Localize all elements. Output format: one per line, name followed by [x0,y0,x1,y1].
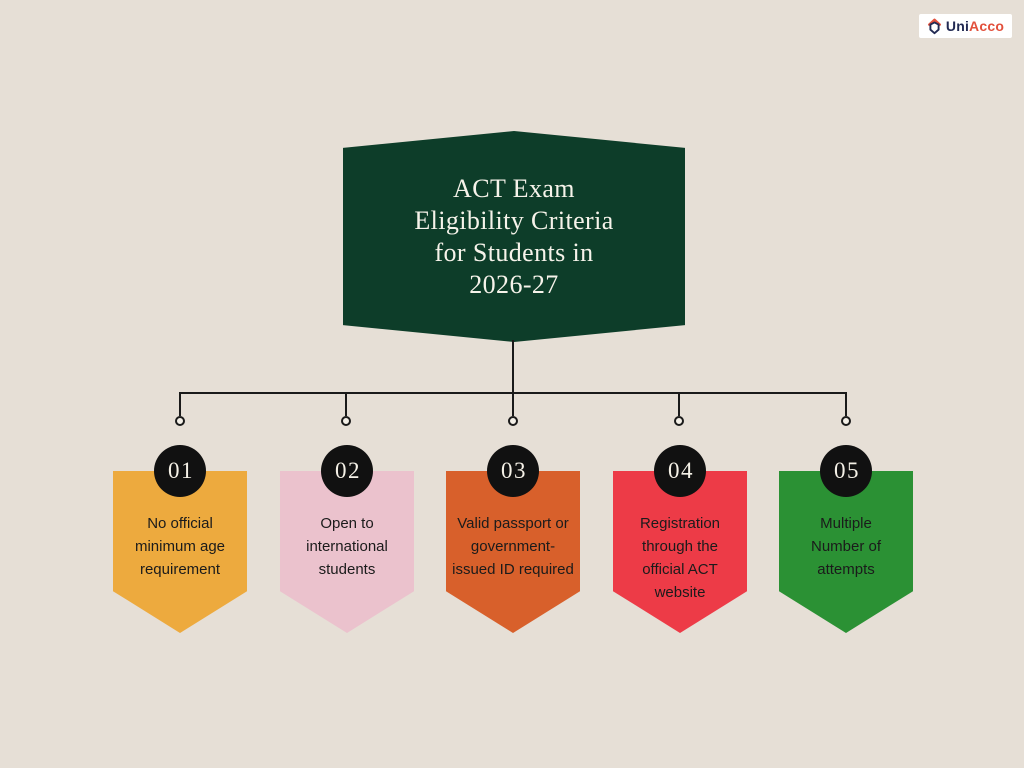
step-number-2: 02 [335,458,361,483]
title-line-3: for Students in [434,237,594,267]
connector-stub-2 [345,394,347,416]
criteria-item-3: Valid passport or government- issued ID … [446,445,580,635]
connector-horizontal [179,392,847,394]
step-number-badge-2: 02 [321,445,373,497]
connector-ring-1 [175,416,185,426]
criteria-text-5: Multiple Number of attempts [810,515,882,578]
connector-ring-3 [508,416,518,426]
criteria-item-5: Multiple Number of attempts 05 [779,445,913,635]
criteria-text-3: Valid passport or government- issued ID … [452,515,574,578]
criteria-text-1: No official minimum age requirement [134,515,226,578]
house-icon [927,18,942,35]
connector-stub-5 [845,394,847,416]
title-banner: ACT Exam Eligibility Criteria for Studen… [343,131,685,342]
criteria-text-4: Registration through the official ACT we… [639,515,721,601]
page-title: ACT Exam Eligibility Criteria for Studen… [414,173,613,301]
step-number-badge-4: 04 [654,445,706,497]
step-number-1: 01 [168,458,194,483]
step-number-badge-3: 03 [487,445,539,497]
logo-text-uni: Uni [945,18,970,34]
connector-stub-4 [678,394,680,416]
criteria-item-2: Open to international students 02 [280,445,414,635]
step-number-5: 05 [834,458,860,483]
connector-vertical-main [512,340,514,394]
step-number-badge-1: 01 [154,445,206,497]
connector-ring-2 [341,416,351,426]
connector-ring-4 [674,416,684,426]
uniacco-logo: Uni Acco [919,14,1012,38]
title-line-4: 2026-27 [469,269,559,299]
criteria-text-2: Open to international students [306,515,388,578]
title-line-1: ACT Exam [453,173,575,203]
logo-text-acco: Acco [969,18,1005,34]
connector-stub-1 [179,394,181,416]
title-line-2: Eligibility Criteria [414,205,614,235]
criteria-item-1: No official minimum age requirement 01 [113,445,247,635]
step-number-badge-5: 05 [820,445,872,497]
connector-ring-5 [841,416,851,426]
logo-wordmark: Uni Acco [946,18,1004,34]
step-number-4: 04 [668,458,694,483]
step-number-3: 03 [501,458,527,483]
connector-stub-3 [512,394,514,416]
criteria-item-4: Registration through the official ACT we… [613,445,747,635]
